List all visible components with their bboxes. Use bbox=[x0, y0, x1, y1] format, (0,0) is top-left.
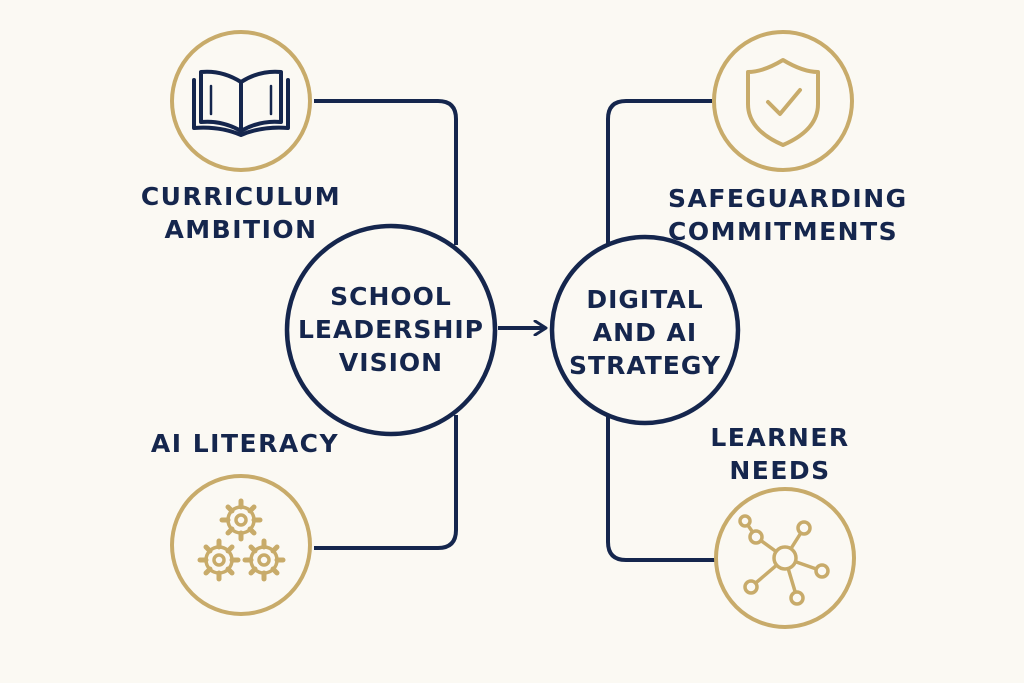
connector-ai-literacy bbox=[314, 415, 458, 550]
connector-curriculum bbox=[314, 99, 458, 245]
learner-needs-line-1: LEARNER bbox=[710, 423, 850, 452]
curriculum-line-1: CURRICULUM bbox=[140, 182, 342, 211]
safeguarding-line-1: SAFEGUARDING bbox=[668, 184, 908, 213]
hub-left-line-2: LEADERSHIP bbox=[298, 315, 484, 344]
hub-right-label: DIGITAL AND AI STRATEGY bbox=[555, 283, 735, 382]
hub-right-line-1: DIGITAL bbox=[586, 285, 704, 314]
network-nodes-icon bbox=[738, 514, 830, 606]
connector-safeguarding bbox=[606, 99, 712, 250]
learner-needs-label: LEARNER NEEDS bbox=[700, 421, 860, 487]
learner-needs-line-2: NEEDS bbox=[729, 456, 831, 485]
hub-right-line-3: STRATEGY bbox=[569, 351, 721, 380]
node-circle-safeguarding bbox=[712, 30, 854, 172]
shield-check-icon bbox=[746, 58, 820, 147]
hub-left-line-1: SCHOOL bbox=[330, 282, 452, 311]
safeguarding-label: SAFEGUARDING COMMITMENTS bbox=[668, 182, 908, 248]
hub-circle-left bbox=[284, 223, 498, 437]
curriculum-line-2: AMBITION bbox=[164, 215, 318, 244]
hub-right-line-2: AND AI bbox=[592, 318, 698, 347]
ai-literacy-label: AI LITERACY bbox=[150, 427, 340, 460]
hub-circle-right bbox=[549, 234, 741, 426]
ai-literacy-line-1: AI LITERACY bbox=[150, 429, 340, 458]
hub-left-line-3: VISION bbox=[338, 348, 444, 377]
node-circle-ai-literacy bbox=[170, 474, 312, 616]
gears-icon bbox=[197, 498, 286, 582]
curriculum-label: CURRICULUM AMBITION bbox=[138, 180, 344, 246]
open-book-icon bbox=[192, 69, 290, 137]
hub-left-label: SCHOOL LEADERSHIP VISION bbox=[291, 280, 491, 379]
connector-learner-needs bbox=[606, 415, 718, 562]
safeguarding-line-2: COMMITMENTS bbox=[668, 217, 899, 246]
